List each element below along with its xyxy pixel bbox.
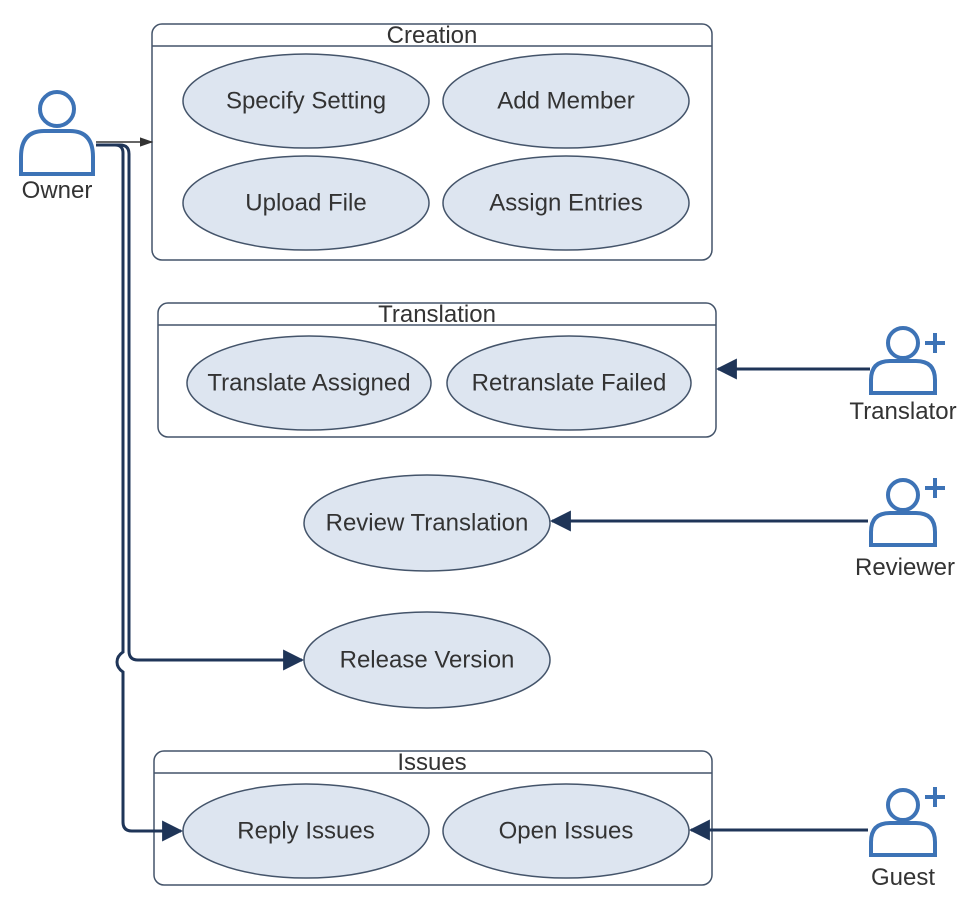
package-creation-title: Creation [387, 22, 478, 49]
add-user-icon [869, 787, 945, 857]
package-translation: Translation Translate Assigned Retransla… [157, 301, 717, 438]
add-user-icon [869, 478, 945, 547]
use-case-reply-issues: Reply Issues [237, 817, 374, 844]
use-case-assign-entries: Assign Entries [489, 189, 642, 216]
package-issues-title: Issues [397, 749, 466, 776]
use-case-upload-file: Upload File [245, 189, 366, 216]
actor-owner[interactable]: Owner [19, 90, 95, 204]
actor-reviewer[interactable]: Reviewer [855, 478, 955, 581]
actor-guest[interactable]: Guest [869, 787, 945, 891]
package-issues: Issues Reply Issues Open Issues [153, 749, 713, 886]
edge-owner-reply-issues [96, 143, 184, 842]
use-case-release-version: Release Version [340, 646, 515, 673]
use-case-add-member-shape[interactable] [442, 53, 690, 149]
use-case-retranslate-failed: Retranslate Failed [472, 369, 667, 396]
use-case-open-issues: Open Issues [499, 817, 634, 844]
use-case-review: Review Translation [303, 474, 551, 572]
actor-translator[interactable]: Translator [849, 326, 957, 425]
use-case-add-member: Add Member [497, 87, 634, 114]
package-translation-title: Translation [378, 301, 496, 328]
use-case-translate-assigned: Translate Assigned [207, 369, 410, 396]
associations [96, 137, 870, 842]
use-case-retranslate-failed-shape[interactable] [446, 335, 692, 431]
use-case-specify-setting: Specify Setting [226, 87, 386, 114]
actor-guest-label: Guest [871, 864, 935, 891]
use-case-review-translation: Review Translation [326, 509, 529, 536]
edge-owner-release [96, 143, 305, 671]
actor-reviewer-label: Reviewer [855, 554, 955, 581]
use-case-assign-entries-shape[interactable] [442, 155, 690, 251]
actor-owner-label: Owner [22, 177, 93, 204]
use-case-translate-assigned-shape[interactable] [186, 335, 432, 431]
package-creation: Creation Specify Setting Add Member Uplo… [151, 22, 713, 261]
actor-translator-label: Translator [849, 398, 956, 425]
user-icon [19, 90, 95, 176]
add-user-icon [869, 326, 945, 395]
use-case-specify-setting-shape[interactable] [182, 53, 430, 149]
use-case-upload-file-shape[interactable] [182, 155, 430, 251]
use-case-release: Release Version [303, 611, 551, 709]
